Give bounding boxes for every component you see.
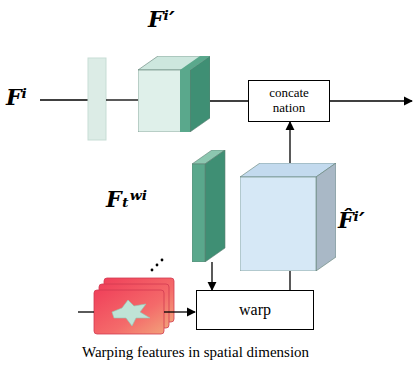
feature-slab: Fₜʷⁱ (192, 150, 232, 262)
box-label: warp (239, 301, 271, 319)
block-shape (138, 56, 210, 132)
input-line (40, 99, 88, 100)
feature-symbol: Fₜʷⁱ (106, 186, 147, 212)
feature-symbol: Fⁱ (6, 84, 27, 110)
warped-feature-block: F̂ⁱ′ (240, 163, 336, 271)
feature-symbol: Fⁱ′ (148, 6, 175, 32)
layer-line (106, 99, 138, 100)
flow-arrow (164, 311, 195, 312)
flow-images (94, 259, 174, 334)
figure-caption: Warping features in spatial dimension (82, 344, 309, 361)
block-shape (240, 163, 336, 271)
box-label: concate nation (252, 86, 326, 116)
process-box: warp (196, 290, 314, 330)
feature-symbol: F̂ⁱ′ (338, 207, 365, 233)
connector (211, 262, 212, 290)
output-arrow (330, 100, 412, 101)
process-box: concate nation (248, 80, 330, 122)
connector (210, 100, 248, 101)
feature-block: Fⁱ′ (138, 56, 210, 132)
connector (289, 122, 290, 163)
pale-layer (88, 58, 106, 140)
block-shape (192, 150, 232, 262)
connector (289, 271, 290, 290)
flow-arrow (78, 311, 94, 312)
